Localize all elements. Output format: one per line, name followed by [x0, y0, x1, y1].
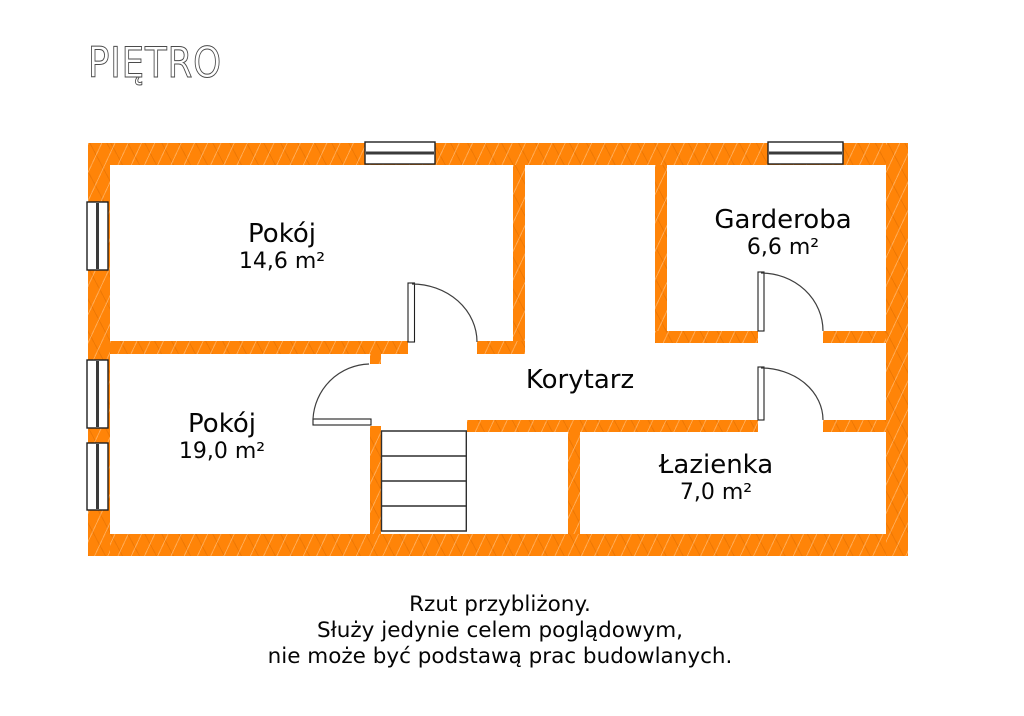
floor-title: PIĘTRO — [88, 38, 222, 87]
outer-wall-top — [88, 143, 908, 165]
disclaimer-line-2: Służy jedynie celem poglądowym, — [317, 618, 683, 643]
wall-garderoba-left — [655, 165, 667, 343]
stairs-icon — [380, 430, 467, 532]
room-name: Pokój — [188, 409, 256, 439]
wall-corridor-left — [513, 165, 525, 354]
outer-wall-bottom — [88, 534, 908, 556]
wall-corridor-bottom-left — [467, 420, 758, 432]
room-area: 7,0 m² — [679, 480, 753, 505]
disclaimer-line-1: Rzut przybliżony. — [409, 592, 591, 617]
wall-garderoba-bottom-left — [655, 331, 758, 343]
disclaimer-line-3: nie może być podstawą prac budowlanych. — [267, 644, 733, 669]
room-area: 6,6 m² — [746, 235, 820, 260]
room-name: Pokój — [248, 219, 316, 249]
room-name: Garderoba — [714, 205, 852, 235]
room-label-pokoj-bottom: Pokój 19,0 m² — [122, 409, 322, 464]
room-label-lazienka: Łazienka 7,0 m² — [616, 450, 816, 505]
door-icon — [757, 366, 824, 421]
wall-door-stub — [370, 354, 381, 364]
wall-stairwell-left — [370, 426, 381, 534]
disclaimer-text: Rzut przybliżony. Służy jedynie celem po… — [150, 592, 850, 670]
floor-title-graphic: PIĘTRO — [88, 38, 222, 88]
door-icon — [757, 271, 824, 332]
room-area: 14,6 m² — [238, 249, 326, 274]
wall-rooms-divider-left — [110, 341, 408, 354]
room-label-garderoba: Garderoba 6,6 m² — [683, 205, 883, 260]
wall-garderoba-bottom-right — [823, 331, 886, 343]
room-name: Korytarz — [525, 365, 635, 395]
room-label-korytarz: Korytarz — [480, 365, 680, 395]
room-label-pokoj-top: Pokój 14,6 m² — [182, 219, 382, 274]
outer-wall-right — [886, 143, 908, 556]
wall-rooms-divider-right — [477, 341, 525, 354]
room-area: 19,0 m² — [178, 439, 266, 464]
wall-corridor-bottom-right — [823, 420, 886, 432]
wall-lazienka-left — [568, 432, 580, 534]
door-icon — [407, 282, 478, 343]
outer-wall-left — [88, 143, 110, 556]
room-name: Łazienka — [658, 450, 774, 480]
